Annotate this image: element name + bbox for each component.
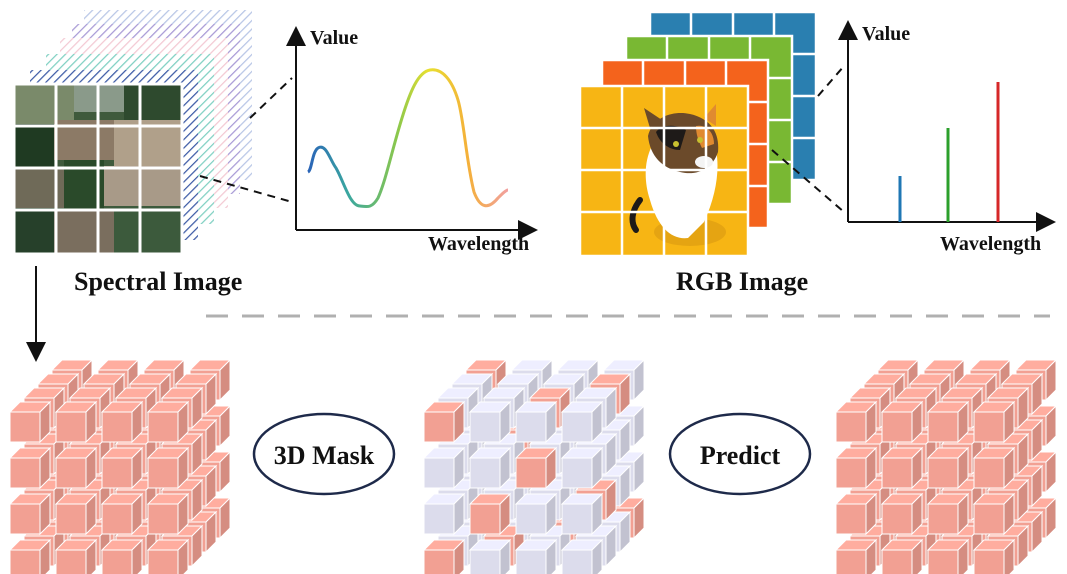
rgb-zoom-lines bbox=[771, 65, 845, 213]
cube bbox=[8, 446, 52, 490]
cube bbox=[972, 446, 1016, 490]
cube bbox=[100, 492, 144, 536]
cube bbox=[834, 446, 878, 490]
cube-tensor-predicted bbox=[834, 358, 1058, 574]
spectral-image-caption: Spectral Image bbox=[74, 267, 242, 296]
cube bbox=[422, 446, 466, 490]
cube bbox=[54, 492, 98, 536]
cube bbox=[834, 400, 878, 444]
cube-tensor-input bbox=[8, 358, 232, 574]
cube bbox=[560, 492, 604, 536]
cube bbox=[560, 538, 604, 574]
spectral-x-label: Wavelength bbox=[428, 233, 529, 255]
cube bbox=[926, 400, 970, 444]
cube bbox=[468, 446, 512, 490]
spectral-image-stack bbox=[12, 10, 252, 256]
mask-step: 3D Mask bbox=[252, 412, 396, 496]
rgb-patch-grid bbox=[578, 84, 750, 258]
cube bbox=[834, 538, 878, 574]
cube bbox=[880, 400, 924, 444]
cube bbox=[972, 400, 1016, 444]
cube bbox=[8, 400, 52, 444]
cube bbox=[972, 538, 1016, 574]
cube bbox=[880, 538, 924, 574]
rgb-plot: Value Wavelength bbox=[838, 20, 1056, 255]
rgb-x-label: Wavelength bbox=[940, 233, 1041, 255]
cube bbox=[468, 400, 512, 444]
mask-step-ellipse bbox=[252, 412, 396, 496]
cube bbox=[100, 400, 144, 444]
rgb-image-stack bbox=[578, 10, 818, 258]
cube bbox=[100, 446, 144, 490]
cube bbox=[880, 446, 924, 490]
predict-step-label: Predict bbox=[700, 441, 781, 470]
predict-step-ellipse bbox=[668, 412, 812, 496]
patch-grid bbox=[12, 82, 184, 256]
cube bbox=[926, 446, 970, 490]
cube bbox=[146, 400, 190, 444]
cube bbox=[468, 538, 512, 574]
cube bbox=[100, 538, 144, 574]
cube bbox=[422, 400, 466, 444]
cube bbox=[54, 400, 98, 444]
cube bbox=[514, 492, 558, 536]
rgb-y-label: Value bbox=[862, 23, 910, 45]
spectral-y-label: Value bbox=[310, 27, 358, 49]
cube bbox=[54, 538, 98, 574]
rgb-image-caption: RGB Image bbox=[676, 267, 808, 296]
spectral-plot: Value Wavelength bbox=[286, 26, 538, 255]
cube bbox=[834, 492, 878, 536]
cube bbox=[560, 400, 604, 444]
cube bbox=[926, 538, 970, 574]
cat-image bbox=[578, 84, 750, 258]
cube bbox=[514, 538, 558, 574]
cube bbox=[422, 492, 466, 536]
cube-tensor-masked bbox=[422, 358, 646, 574]
cube bbox=[972, 492, 1016, 536]
cube bbox=[560, 446, 604, 490]
cube bbox=[514, 400, 558, 444]
cube bbox=[54, 446, 98, 490]
cube bbox=[8, 538, 52, 574]
cube bbox=[926, 492, 970, 536]
cube bbox=[468, 492, 512, 536]
cube bbox=[8, 492, 52, 536]
cube bbox=[146, 538, 190, 574]
cube bbox=[422, 538, 466, 574]
cube bbox=[514, 446, 558, 490]
cube bbox=[880, 492, 924, 536]
mask-step-label: 3D Mask bbox=[274, 441, 375, 470]
cube bbox=[146, 492, 190, 536]
cube bbox=[146, 446, 190, 490]
predict-step: Predict bbox=[668, 412, 812, 496]
spectral-curve bbox=[306, 68, 509, 209]
satellite-image bbox=[12, 82, 184, 256]
spectral-zoom-lines bbox=[199, 77, 293, 203]
